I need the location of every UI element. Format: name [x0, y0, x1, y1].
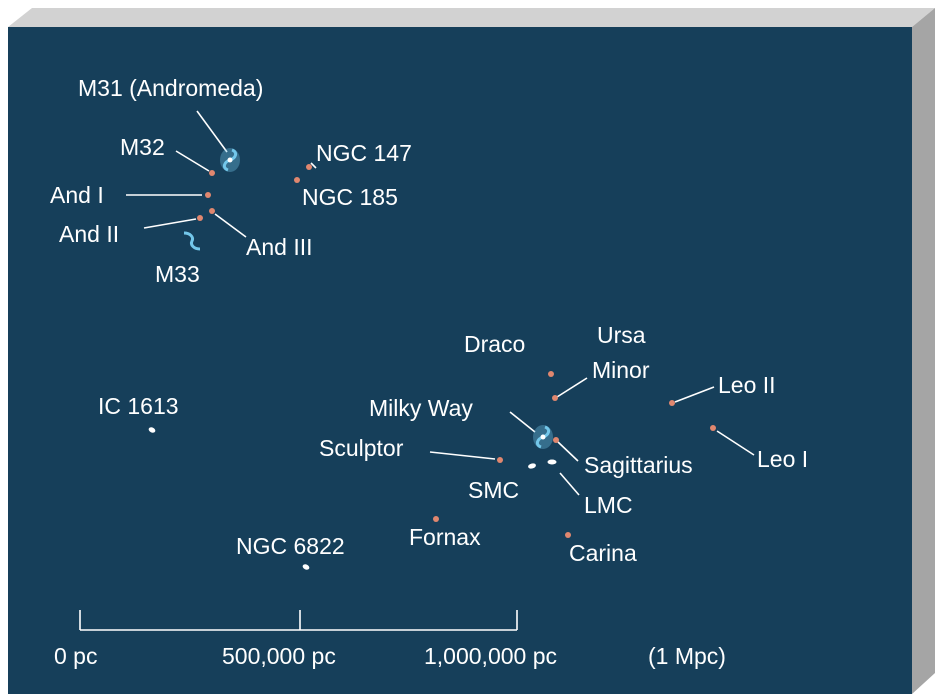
- ngc185-dot: [294, 177, 300, 183]
- label-carina: Carina: [569, 540, 637, 566]
- scale-label-1m: 1,000,000 pc: [424, 643, 557, 669]
- scale-label-note: (1 Mpc): [648, 643, 726, 669]
- leader-m31: [196, 110, 228, 153]
- fornax-dot: [433, 516, 439, 522]
- leader-m32: [175, 150, 210, 172]
- leader-ursa: [556, 377, 588, 398]
- leo2-dot: [669, 400, 675, 406]
- label-smc: SMC: [468, 477, 519, 503]
- smc-irregular-icon: [528, 463, 536, 469]
- m33-spiral-icon: [183, 231, 201, 251]
- label-milkyway: Milky Way: [369, 395, 473, 421]
- and1-dot: [205, 192, 211, 198]
- panel-side-face: [912, 8, 935, 694]
- leader-sagittarius: [557, 441, 579, 462]
- leader-ngc147: [310, 162, 317, 169]
- label-m33: M33: [155, 261, 200, 287]
- label-ursa-line2: Minor: [592, 357, 650, 383]
- sagittarius-dot: [553, 437, 559, 443]
- andromeda-spiral-icon: [220, 148, 240, 172]
- leader-leo2: [674, 386, 715, 403]
- and2-dot: [197, 215, 203, 221]
- panel-top-face: [8, 8, 935, 27]
- panel-front-face: [8, 27, 912, 694]
- ngc147-dot: [306, 164, 312, 170]
- leader-and2: [143, 218, 197, 229]
- label-and3: And III: [246, 234, 312, 260]
- sculptor-dot: [497, 457, 503, 463]
- label-ngc6822: NGC 6822: [236, 533, 345, 559]
- lmc-irregular-icon: [547, 459, 557, 465]
- leo1-dot: [710, 425, 716, 431]
- leader-leo1: [716, 430, 755, 456]
- label-sculptor: Sculptor: [319, 435, 404, 461]
- scale-bar: 0 pc 500,000 pc 1,000,000 pc (1 Mpc): [54, 610, 726, 669]
- label-lmc: LMC: [584, 492, 633, 518]
- label-m31: M31 (Andromeda): [78, 75, 263, 101]
- label-draco: Draco: [464, 331, 525, 357]
- and3-dot: [209, 208, 215, 214]
- label-ursa-line1: Ursa: [597, 322, 646, 348]
- m32-dot: [209, 170, 215, 176]
- label-leo1: Leo I: [757, 446, 808, 472]
- ic1613-irregular-icon: [148, 427, 156, 433]
- galaxy-markers: [148, 148, 716, 570]
- label-ngc185: NGC 185: [302, 184, 398, 210]
- scale-label-0: 0 pc: [54, 643, 97, 669]
- carina-dot: [565, 532, 571, 538]
- label-ic1613: IC 1613: [98, 393, 179, 419]
- leader-sculptor: [429, 451, 496, 460]
- ursa-minor-dot: [552, 395, 558, 401]
- milky-way-spiral-icon: [533, 425, 553, 449]
- label-and2: And II: [59, 221, 119, 247]
- leader-and3: [214, 213, 247, 238]
- leader-lines: [126, 110, 755, 496]
- scale-label-500k: 500,000 pc: [222, 643, 336, 669]
- ngc6822-irregular-icon: [302, 564, 310, 570]
- leader-lmc: [559, 472, 580, 496]
- label-sagittarius: Sagittarius: [584, 452, 693, 478]
- galaxy-labels: M31 (Andromeda) M32 And I And II And III…: [50, 75, 808, 566]
- leader-milkyway: [509, 411, 536, 433]
- label-m32: M32: [120, 134, 165, 160]
- label-and1: And I: [50, 182, 104, 208]
- label-ngc147: NGC 147: [316, 140, 412, 166]
- label-leo2: Leo II: [718, 372, 776, 398]
- draco-dot: [548, 371, 554, 377]
- label-fornax: Fornax: [409, 524, 481, 550]
